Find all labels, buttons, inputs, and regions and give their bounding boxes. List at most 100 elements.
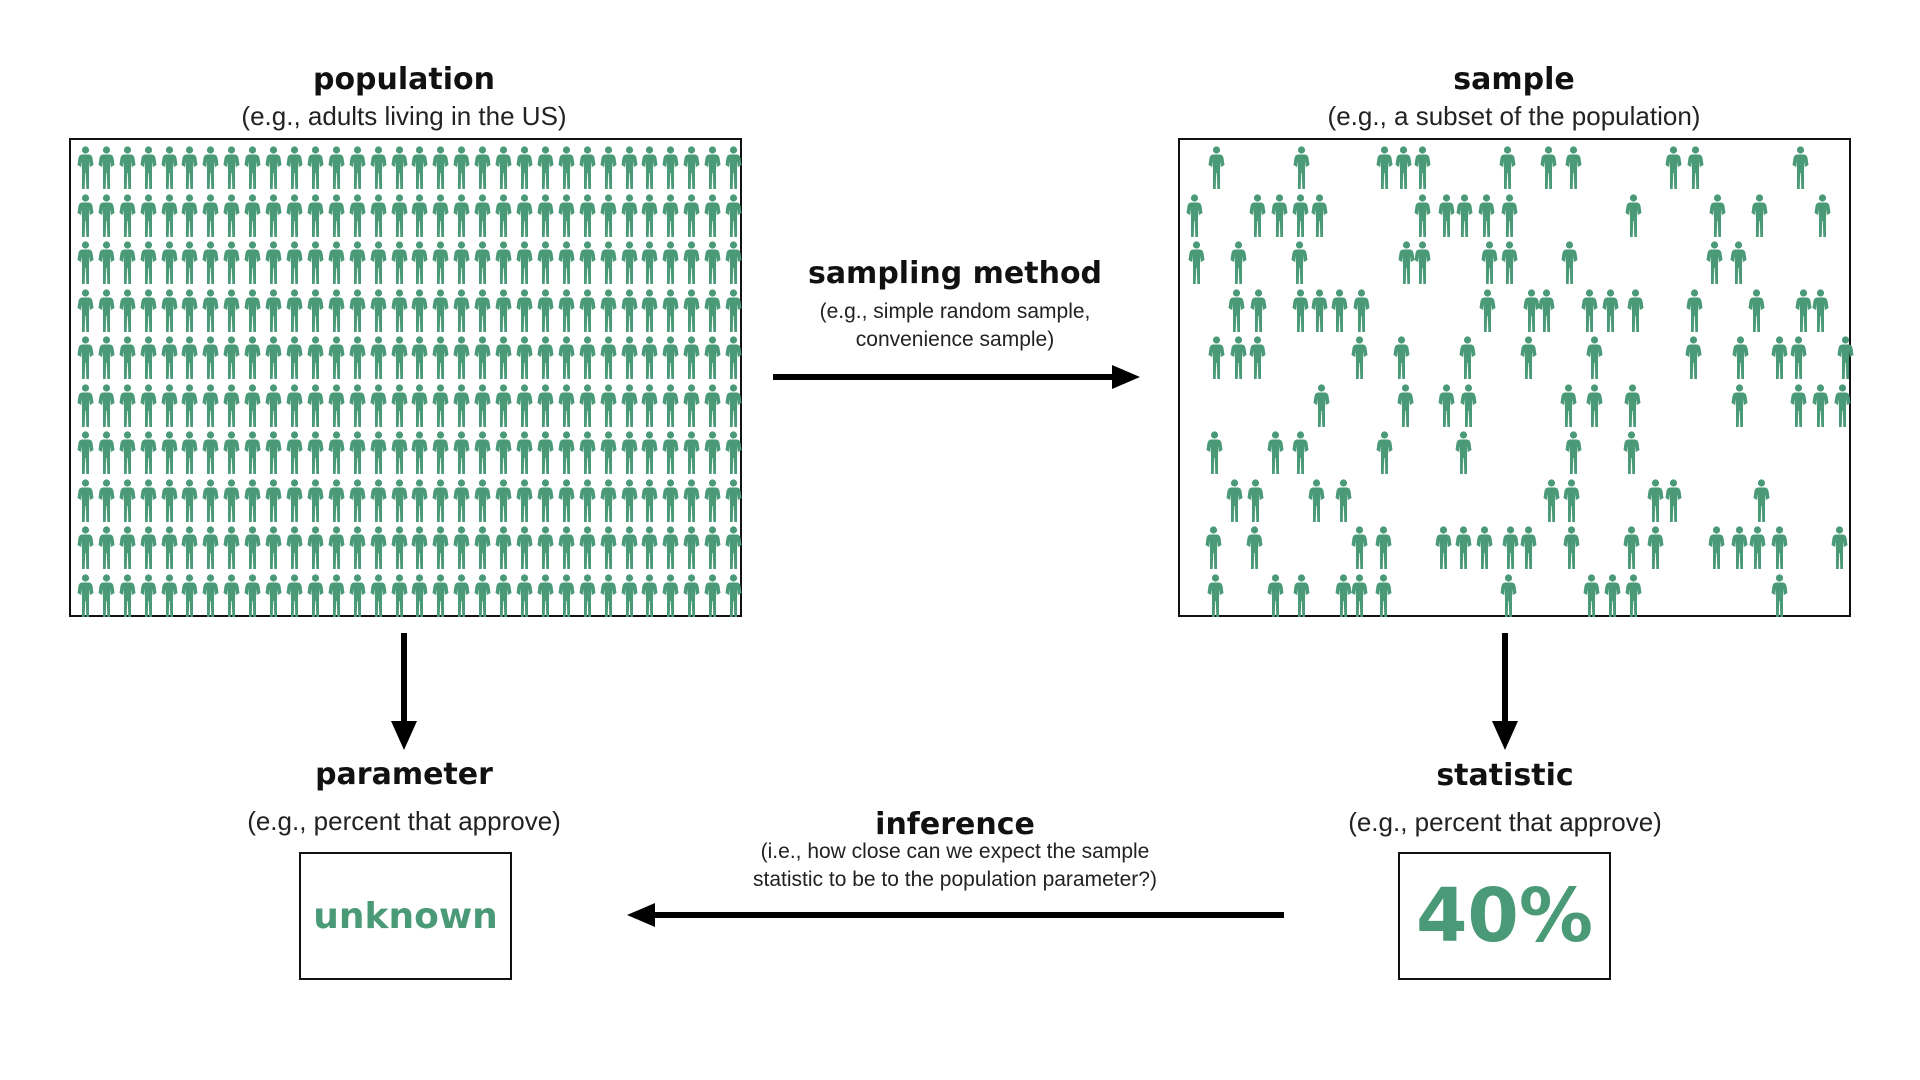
person-icon (140, 193, 157, 242)
person-icon (641, 478, 658, 527)
person-icon (495, 288, 512, 337)
person-icon (349, 146, 366, 194)
person-icon (662, 478, 679, 527)
person-icon (704, 383, 721, 432)
person-icon (621, 288, 638, 337)
person-icon (202, 431, 219, 479)
person-icon (1481, 241, 1498, 289)
person-icon (244, 573, 261, 622)
person-icon (1586, 336, 1603, 384)
person-icon (683, 336, 700, 384)
person-icon (683, 288, 700, 337)
person-icon (140, 288, 157, 337)
person-icon (181, 336, 198, 384)
person-icon (725, 241, 742, 289)
person-icon (140, 146, 157, 194)
person-icon (683, 383, 700, 432)
person-icon (1230, 241, 1247, 289)
person-icon (1267, 431, 1284, 479)
person-icon (537, 383, 554, 432)
person-icon (495, 241, 512, 289)
person-icon (1397, 383, 1414, 432)
person-icon (223, 288, 240, 337)
statistic-value-box: 40% (1398, 852, 1611, 980)
person-icon (683, 241, 700, 289)
person-icon (516, 383, 533, 432)
person-icon (244, 526, 261, 574)
person-icon (223, 478, 240, 527)
person-icon (516, 146, 533, 194)
person-icon (98, 336, 115, 384)
person-icon (286, 573, 303, 622)
person-icon (453, 146, 470, 194)
person-icon (600, 431, 617, 479)
statistic-value: 40% (1415, 873, 1594, 959)
person-icon (119, 193, 136, 242)
person-icon (119, 383, 136, 432)
person-icon (516, 193, 533, 242)
person-icon (683, 573, 700, 622)
person-icon (641, 146, 658, 194)
person-icon (1249, 336, 1266, 384)
person-icon (432, 478, 449, 527)
person-icon (1543, 478, 1560, 527)
person-icon (370, 288, 387, 337)
person-icon (474, 383, 491, 432)
person-icon (161, 193, 178, 242)
person-icon (704, 573, 721, 622)
person-icon (432, 383, 449, 432)
person-icon (621, 573, 638, 622)
person-icon (349, 573, 366, 622)
person-icon (474, 526, 491, 574)
person-icon (579, 526, 596, 574)
person-icon (432, 288, 449, 337)
person-icon (1706, 241, 1723, 289)
person-icon (558, 146, 575, 194)
person-icon (1790, 383, 1807, 432)
person-icon (621, 193, 638, 242)
person-icon (349, 431, 366, 479)
person-icon (1708, 526, 1725, 574)
person-icon (391, 431, 408, 479)
person-icon (1311, 193, 1328, 242)
person-icon (621, 478, 638, 527)
person-icon (370, 431, 387, 479)
person-icon (1581, 288, 1598, 337)
person-icon (223, 573, 240, 622)
person-icon (1414, 241, 1431, 289)
person-icon (725, 573, 742, 622)
person-icon (411, 478, 428, 527)
person-icon (1246, 526, 1263, 574)
person-icon (391, 241, 408, 289)
person-icon (1351, 573, 1368, 622)
person-icon (1814, 193, 1831, 242)
person-icon (223, 431, 240, 479)
person-icon (140, 478, 157, 527)
person-icon (1308, 478, 1325, 527)
inference-explanation-1: (i.e., how close can we expect the sampl… (760, 840, 1150, 863)
person-icon (77, 193, 94, 242)
person-icon (1271, 193, 1288, 242)
person-icon (1561, 241, 1578, 289)
person-icon (621, 526, 638, 574)
person-icon (161, 478, 178, 527)
person-icon (1501, 193, 1518, 242)
person-icon (181, 383, 198, 432)
person-icon (265, 193, 282, 242)
person-icon (244, 241, 261, 289)
person-icon (307, 146, 324, 194)
population-box (69, 138, 742, 617)
person-icon (1586, 383, 1603, 432)
person-icon (621, 241, 638, 289)
person-icon (495, 383, 512, 432)
parameter-value-box: unknown (299, 852, 512, 980)
person-icon (516, 526, 533, 574)
person-icon (1188, 241, 1205, 289)
person-icon (1502, 526, 1519, 574)
person-icon (558, 336, 575, 384)
person-icon (411, 193, 428, 242)
person-icon (1230, 336, 1247, 384)
person-icon (1540, 146, 1557, 194)
person-icon (1438, 383, 1455, 432)
person-icon (516, 478, 533, 527)
